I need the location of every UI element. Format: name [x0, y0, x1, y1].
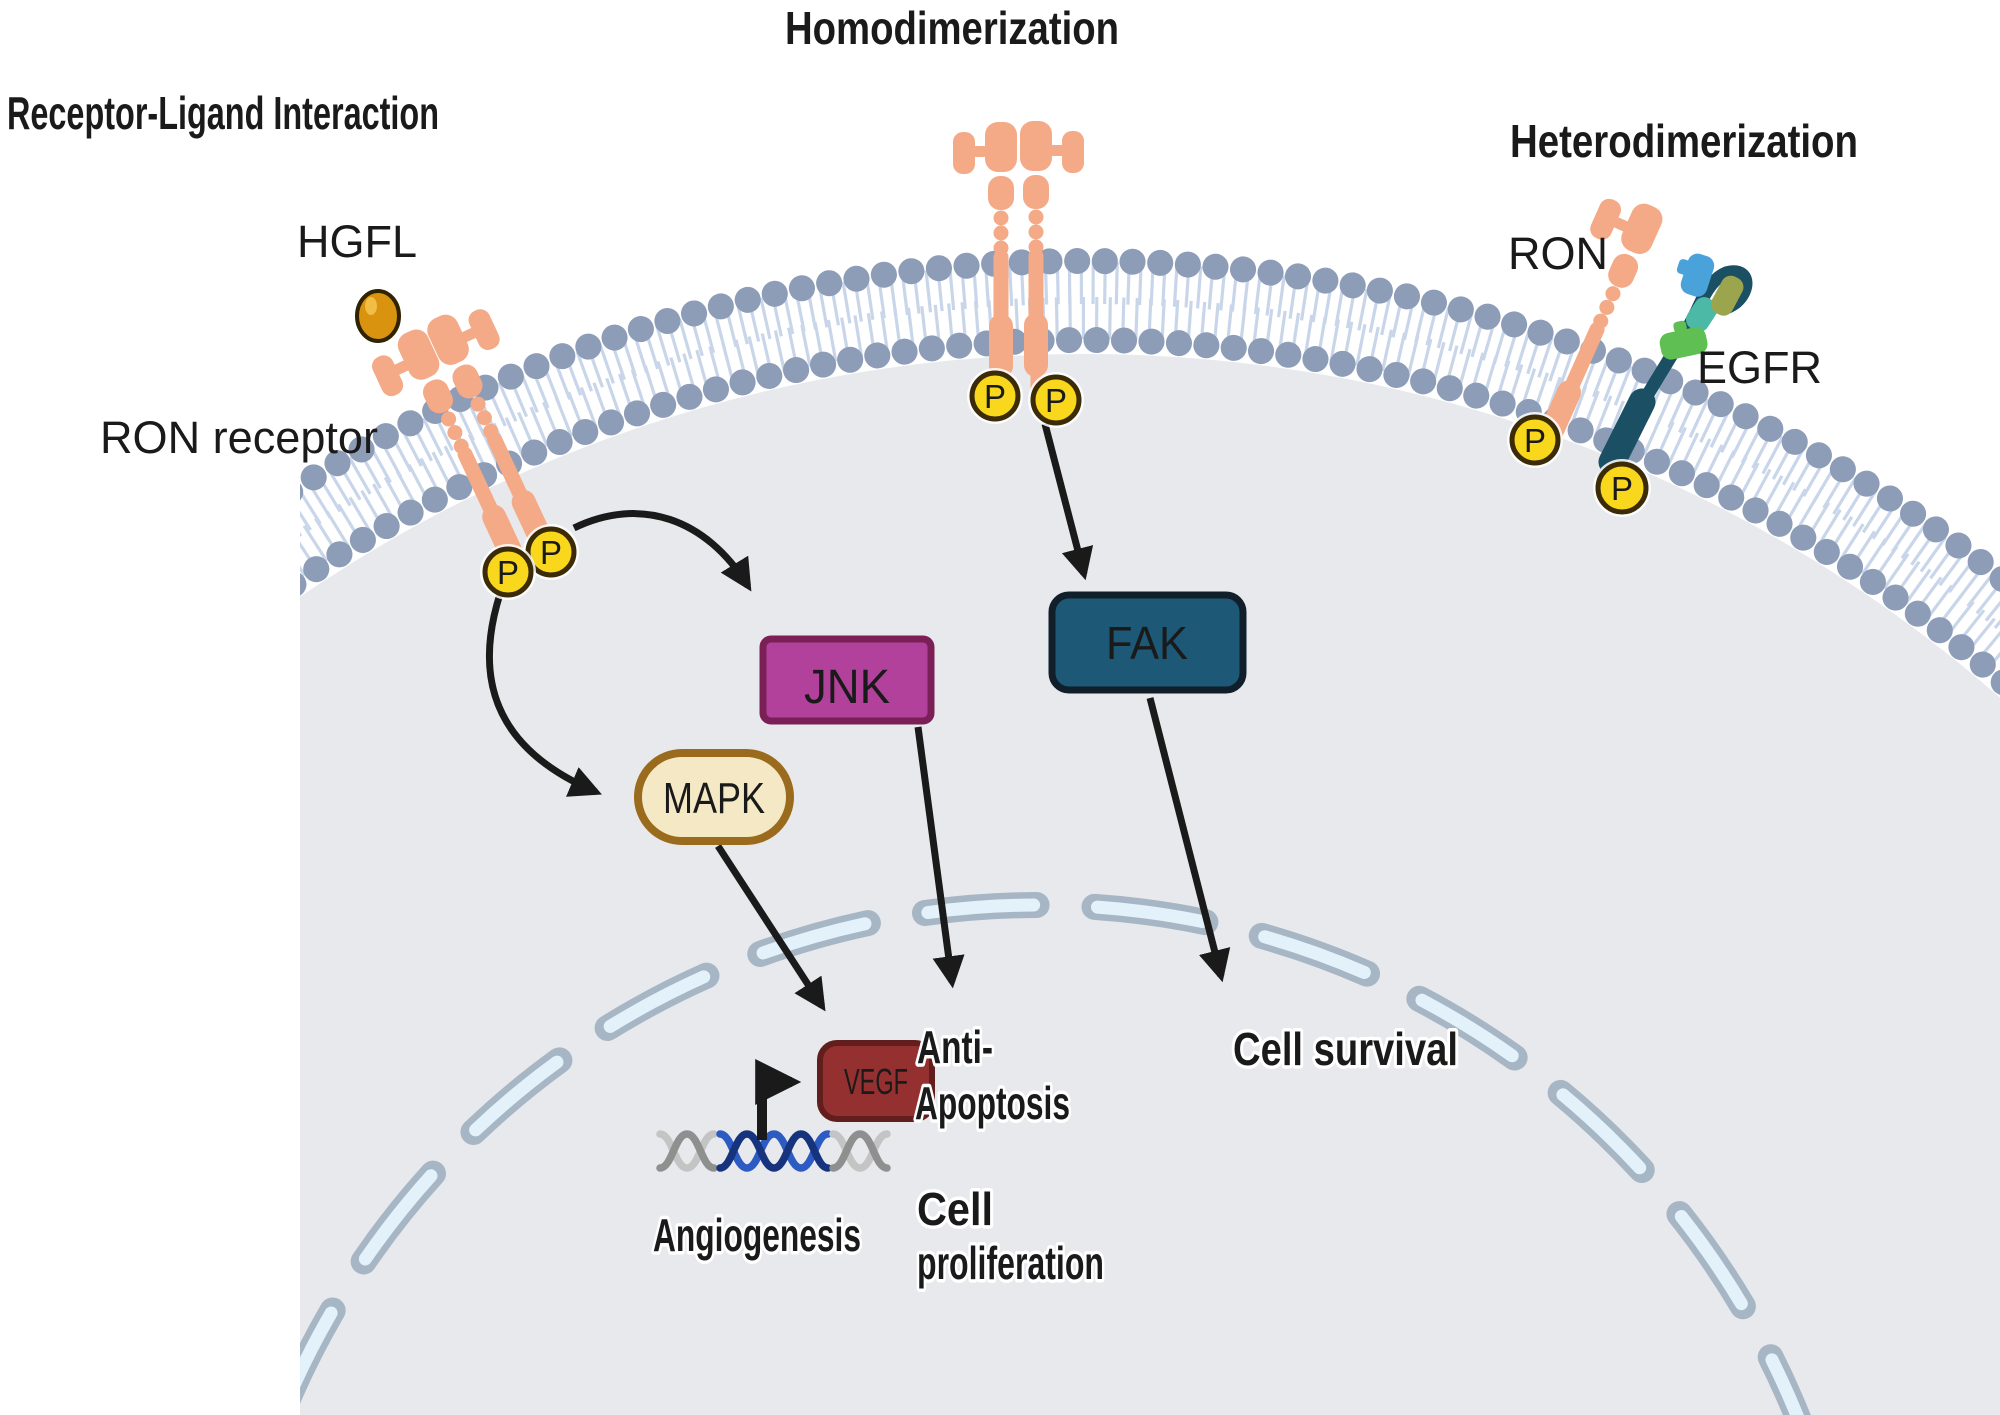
outcome-anti-apoptosis-line2: Apoptosis — [915, 1077, 1070, 1129]
hgfl-highlight — [365, 297, 377, 315]
node-fak: FAK — [1048, 591, 1247, 694]
arrow-p-to-fak — [1041, 423, 1094, 581]
outcome-cell-survival: Cell survival — [1233, 1023, 1458, 1075]
ron-receptor-ligand-complex — [355, 289, 597, 601]
phospho-badges: P P P P P P — [480, 368, 1651, 600]
node-jnk-label: JNK — [804, 661, 890, 714]
egfr-domain-mint — [1685, 297, 1718, 332]
phospho-label: P — [540, 534, 562, 571]
node-vegf-label: VEGF — [844, 1061, 908, 1102]
title-heterodimerization: Heterodimerization — [1510, 115, 1858, 167]
ron-egfr-heterodimer — [1496, 186, 1753, 485]
title-receptor-ligand-interaction: Receptor-Ligand Interaction — [7, 87, 439, 139]
cytoplasm — [300, 352, 2000, 1415]
dna-segment-gray-right — [829, 1130, 891, 1172]
phospho-badge: P — [1028, 372, 1084, 428]
arrow-fak-to-cellsurvival — [1146, 697, 1231, 983]
phospho-label: P — [1524, 422, 1546, 459]
egfr-domain-green — [1659, 327, 1708, 360]
phospho-label: P — [984, 378, 1006, 415]
egfr-domains — [1659, 253, 1744, 360]
title-homodimerization: Homodimerization — [785, 2, 1119, 54]
hgfl-ligand — [355, 289, 401, 343]
node-jnk: JNK — [759, 635, 935, 725]
dna-segment-blue — [716, 1130, 832, 1172]
lipid-heads — [300, 248, 2000, 697]
egfr-domain-blue-tab — [1676, 259, 1691, 275]
outcome-angiogenesis: Angiogenesis — [653, 1209, 861, 1261]
phospho-badge: P — [480, 544, 536, 600]
label-hgfl: HGFL — [297, 216, 417, 267]
node-vegf: VEGF — [817, 1040, 935, 1122]
phospho-label: P — [497, 554, 519, 591]
phospho-badge: P — [523, 524, 579, 580]
egfr-domain-olive — [1710, 275, 1744, 316]
label-ron: RON — [1508, 228, 1608, 279]
arrow-mapk-to-vegf — [715, 844, 826, 1012]
label-egfr: EGFR — [1697, 342, 1822, 393]
node-fak-label: FAK — [1106, 617, 1188, 669]
dna-segment-gray-left — [656, 1130, 718, 1172]
phospho-label: P — [1611, 470, 1633, 507]
dna-helix — [656, 1130, 891, 1172]
egfr-transmembrane — [1598, 388, 1656, 476]
phospho-label: P — [1045, 382, 1067, 419]
phospho-badge: P — [1593, 459, 1651, 517]
node-mapk-label: MAPK — [663, 774, 765, 823]
nuclear-envelope — [300, 892, 1811, 1415]
arrow-jnk-to-antiapoptosis — [914, 726, 965, 989]
outcome-anti-apoptosis-line1: Anti- — [917, 1021, 993, 1073]
signal-arrows — [486, 423, 1231, 1012]
lipid-tails — [300, 262, 2000, 678]
arrow-p-to-mapk — [486, 592, 602, 797]
arrow-p-to-jnk — [572, 510, 752, 592]
cell — [300, 247, 2000, 1415]
egfr-domain-green-tab — [1673, 320, 1687, 333]
label-ron-receptor: RON receptor — [100, 412, 378, 463]
outcome-cell-proliferation-line1: Cell — [917, 1183, 993, 1235]
phospho-badge: P — [1507, 412, 1563, 468]
node-mapk: MAPK — [634, 749, 794, 845]
transcription-arrow — [755, 1059, 802, 1140]
outcome-cell-proliferation-line2: proliferation — [917, 1237, 1104, 1289]
phospho-badge: P — [967, 368, 1023, 424]
